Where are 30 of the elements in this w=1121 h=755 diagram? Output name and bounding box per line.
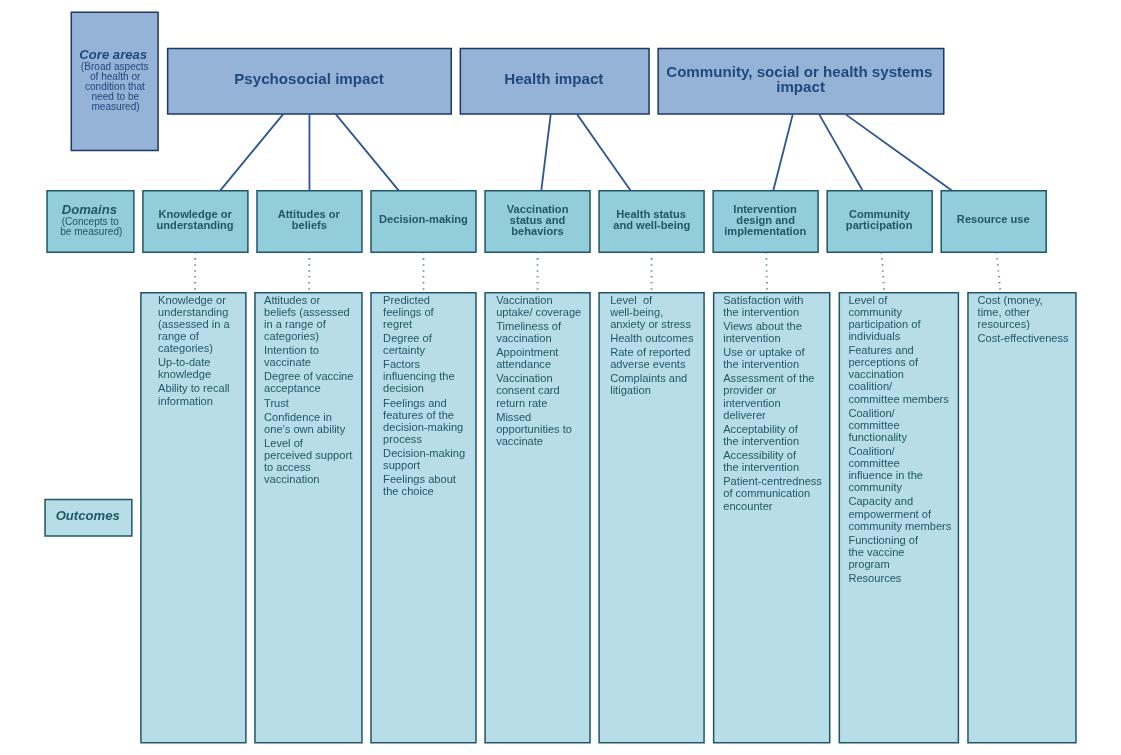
connector [219,113,284,192]
node-box: Psychosocial impact [166,47,452,115]
node-box: Community participation [826,190,933,254]
node-box: Satisfaction with the intervention Views about the intervention Use or uptake of the intervention Assessment of the provider or intervention deliverer Acceptability of the intervention Accessibility of the intervention Patient-centredness of communication encounter [712,291,831,744]
node-box: Health status and well-being [598,190,705,254]
node-box: Domains (Concepts to be measured) [46,190,135,254]
connector [772,113,794,192]
node-box: Cost (money, time, other resources) Cost-effectiveness [967,291,1077,744]
node-box: Decision-making [370,190,477,254]
node-box: Vaccination uptake/ coverage Timeliness of vaccination Appointment attendance Vaccination consent card return rate Missed opportunities to vaccinate [484,291,591,744]
node-box: Attitudes or beliefs [256,190,363,254]
node-box: Resource use [940,190,1047,254]
node-box: Level of community participation of individuals Features and perceptions of vaccination coalition/ committee members Coalition/ committee functionality Coalition/ committee influence in the community Capacity and empowerment of community members Functioning of the vaccine program Resources [838,291,960,744]
connector [576,113,632,192]
node-box: Level of well-being, anxiety or stress Health outcomes Rate of reported adverse events Complaints and litigation [598,291,705,744]
connector [844,113,953,192]
node-box: Core areas (Broad aspects of health or condition that need to be measured) [70,11,159,152]
connector [335,113,400,192]
connector [540,113,552,192]
node-box: Intervention design and implementation [712,190,819,254]
connector [308,113,311,192]
node-box: Predicted feelings of regret Degree of certainty Factors influencing the decision Feelings and features of the decision-making process Decision-making support Feelings about the choice [370,291,477,744]
node-box: Knowledge or understanding (assessed in a range of categories) Up-to-date knowledge Ability to recall information [140,291,247,744]
node-box: Health impact [459,47,650,115]
node-box: Outcomes [44,498,133,537]
node-box: Attitudes or beliefs (assessed in a range of categories) Intention to vaccinate Degree of vaccine acceptance Trust Confidence in one’s own ability Level of perceived support to access vaccination [254,291,363,744]
node-box: Community, social or health systems impact [657,47,945,115]
connector [818,113,864,192]
node-box: Vaccination status and behaviors [484,190,591,254]
node-box: Knowledge or understanding [142,190,249,254]
